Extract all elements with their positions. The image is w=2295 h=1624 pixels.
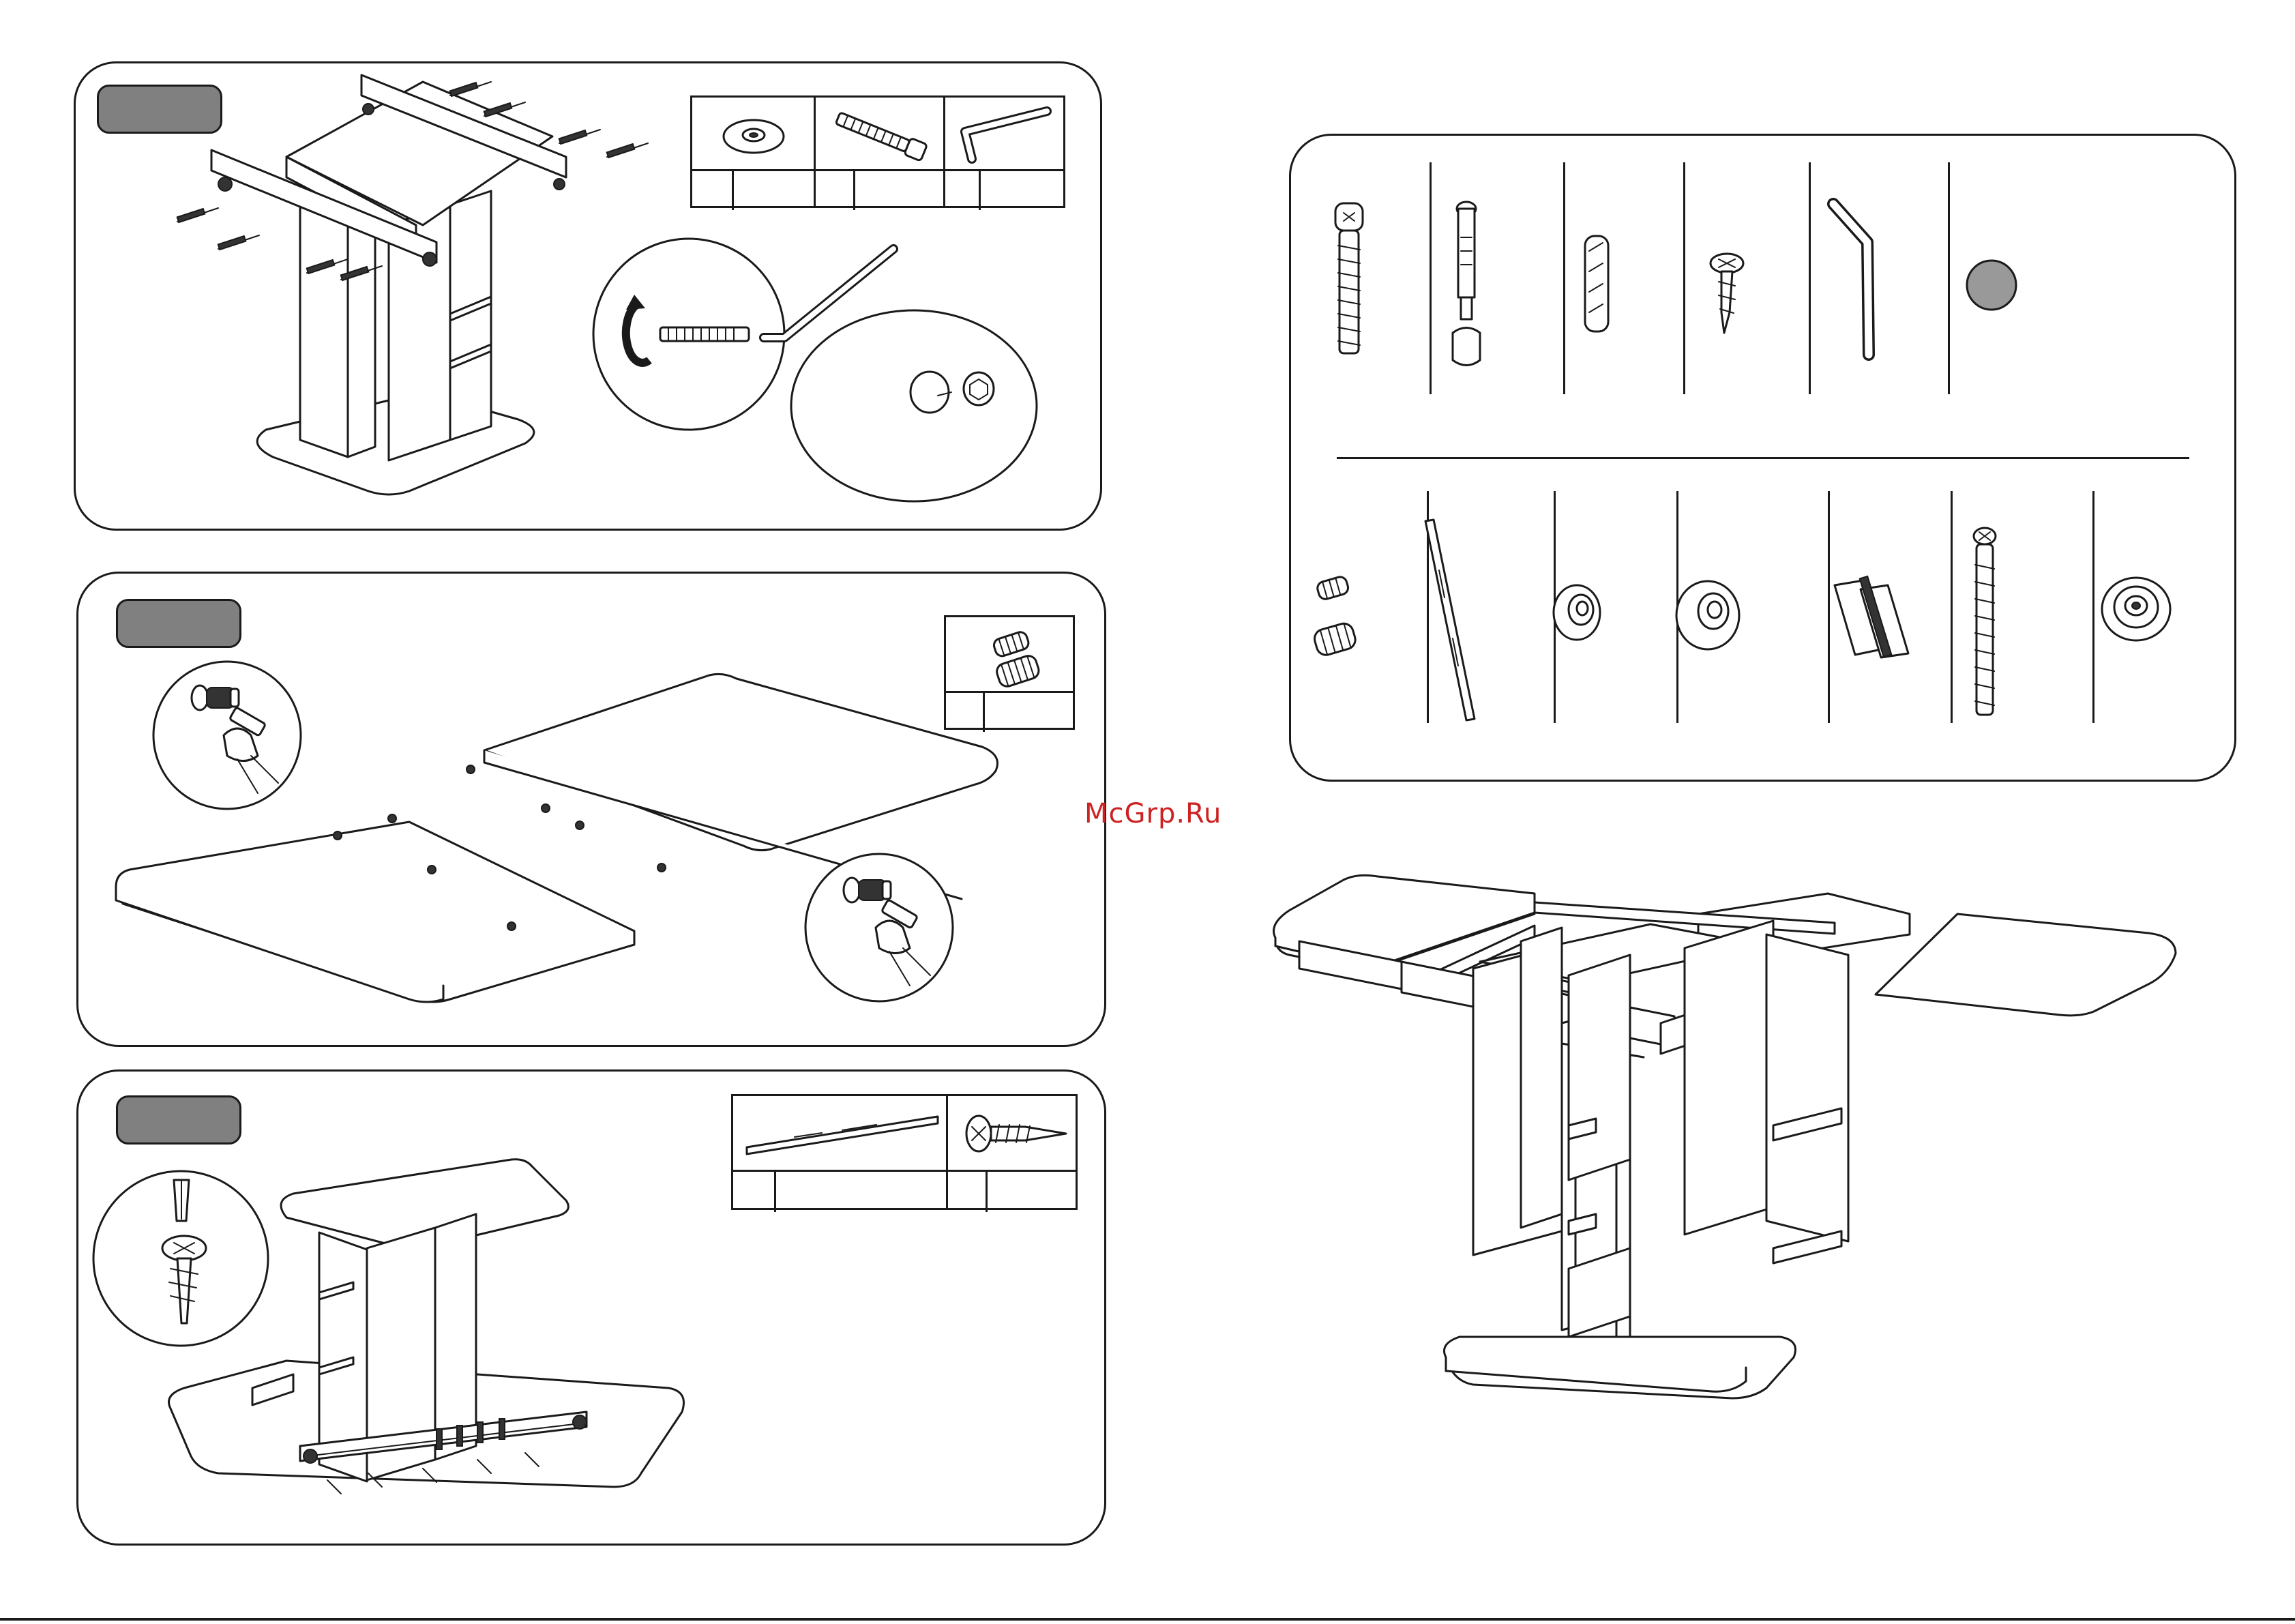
watermark-text: McGrp.Ru <box>1084 798 1221 829</box>
screwdriver-icon <box>89 1173 273 1350</box>
confirmat-screw-icon <box>1329 198 1369 361</box>
cam-lock-large-icon <box>1668 574 1750 656</box>
allen-key-icon <box>958 104 1061 166</box>
hammer-icon <box>801 853 964 1009</box>
wood-dowel-icon <box>1580 231 1614 340</box>
cam-lock-small-icon <box>1543 578 1611 647</box>
wood-screw-icon <box>958 1110 1074 1157</box>
page-bottom-rule <box>0 1618 2295 1621</box>
assembled-table-drawing <box>1275 866 2223 1432</box>
cap-icon <box>1964 258 2019 312</box>
dowel-pair-icon <box>987 630 1048 688</box>
long-screw-icon <box>1964 524 2005 728</box>
wood-screw-icon <box>1706 251 1747 340</box>
cam-bolt-icon <box>1446 196 1487 374</box>
runner-rail-icon <box>1419 516 1487 727</box>
cam-disc-icon <box>720 113 788 160</box>
metal-dowels-icon <box>1308 570 1369 666</box>
step-2-parts-table <box>944 615 1075 730</box>
drawer-runner-icon <box>740 1110 945 1157</box>
step-3-parts-table <box>731 1094 1078 1210</box>
step-1-detail-zoom <box>593 225 1084 512</box>
glide-pad-icon <box>2095 572 2177 647</box>
parts-list-divider <box>1337 457 2189 459</box>
allen-key-icon <box>1820 194 1895 365</box>
hammer-icon <box>149 660 312 817</box>
confirmat-screw-icon <box>829 110 938 164</box>
step-2-badge <box>116 599 241 648</box>
step-1-parts-table <box>690 95 1065 208</box>
hinge-icon <box>1828 576 1916 664</box>
